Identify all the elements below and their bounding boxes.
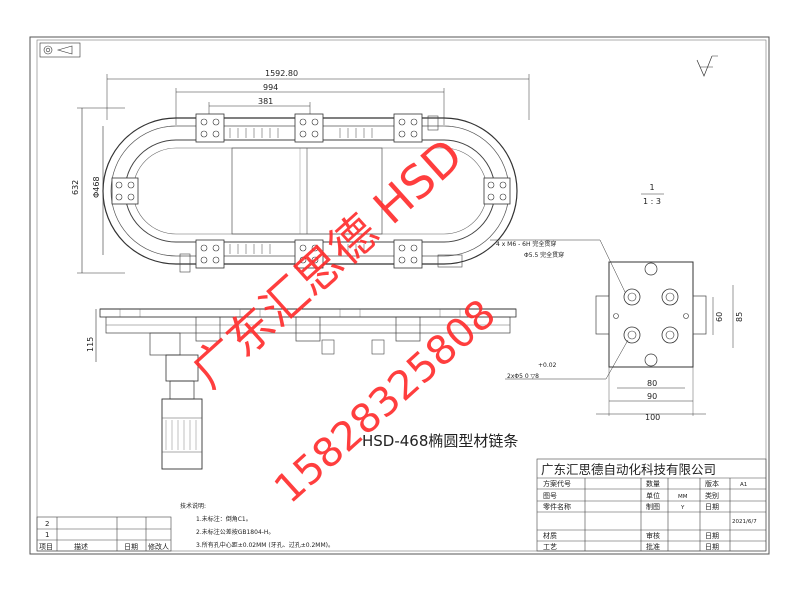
outer-frame xyxy=(29,36,770,555)
projection-symbol-icon xyxy=(39,42,81,58)
motor xyxy=(161,354,203,470)
notes-line-1: 1.未标注：倒角C1。 xyxy=(196,515,252,523)
revision-col-desc: 描述 xyxy=(74,542,88,551)
label-reviewed: 审核 xyxy=(646,531,660,540)
side-view: 115 xyxy=(86,308,517,470)
thread-callout-2: Φ5.5 完全贯穿 xyxy=(524,251,564,259)
thread-callout-1: 4 x M6 - 6H 完全贯穿 xyxy=(496,240,556,248)
revision-table xyxy=(36,516,172,552)
revision-col-date: 日期 xyxy=(124,543,138,551)
label-unit: 单位 xyxy=(646,491,660,500)
value-drawn: Y xyxy=(680,505,685,511)
label-approved: 批准 xyxy=(646,542,660,551)
watermark-phone: 15828325808 xyxy=(266,291,505,513)
dim-994: 994 xyxy=(263,83,278,92)
watermark: 广东汇思德 HSD 15828325808 xyxy=(181,128,505,512)
dim-115: 115 xyxy=(86,337,95,352)
dim-60: 60 xyxy=(715,312,724,322)
top-view: 1592.80 994 381 632 Φ468 xyxy=(71,69,530,274)
dim-632: 632 xyxy=(71,180,80,195)
dim-diameter-468: Φ468 xyxy=(92,176,101,198)
dim-90: 90 xyxy=(647,392,657,401)
inner-frame xyxy=(36,39,767,552)
label-drawing-no: 方案代号 xyxy=(543,479,571,488)
dim-80: 80 xyxy=(647,379,657,388)
value-unit: MM xyxy=(678,494,688,500)
hole-callout: 2xΦ5 0 ▽8 xyxy=(507,373,539,380)
label-date-3: 日期 xyxy=(705,543,719,551)
label-process: 工艺 xyxy=(543,543,557,551)
notes-heading: 技术说明: xyxy=(180,502,206,510)
label-figure-no: 图号 xyxy=(543,492,557,500)
label-material: 材质 xyxy=(543,531,557,540)
hole-tolerance: +0.02 xyxy=(538,362,557,369)
label-date: 日期 xyxy=(705,503,719,511)
company-name: 广东汇思德自动化科技有限公司 xyxy=(541,462,716,477)
dim-100: 100 xyxy=(645,413,660,422)
drawing-title: HSD-468椭圆型材链条 xyxy=(362,432,518,450)
label-category: 类别 xyxy=(705,491,719,500)
surface-finish-icon xyxy=(696,55,718,77)
revision-col-item: 项目 xyxy=(39,543,53,551)
label-drawn: 制图 xyxy=(646,502,660,511)
notes-line-2: 2.未标注公差按GB1804-H。 xyxy=(196,528,274,536)
scale-top: 1 xyxy=(649,183,654,192)
scale-annotation: 1 1 : 3 xyxy=(641,183,664,206)
dim-overall-length: 1592.80 xyxy=(265,69,298,78)
title-block xyxy=(536,458,767,552)
detail-view: 4 x M6 - 6H 完全贯穿 Φ5.5 完全贯穿 +0.02 2xΦ5 0 … xyxy=(490,239,744,422)
revision-col-editor: 修改人 xyxy=(148,542,169,551)
scale-bottom: 1 : 3 xyxy=(643,197,661,206)
dim-85: 85 xyxy=(735,312,744,322)
notes-line-3: 3.所有孔中心距±0.02MM (牙孔、过孔±0.2MM)。 xyxy=(196,541,334,549)
label-quantity: 数量 xyxy=(646,479,660,488)
label-part-name: 零件名称 xyxy=(543,502,571,511)
value-version: A1 xyxy=(740,482,747,488)
revision-row-2: 2 xyxy=(45,520,49,528)
revision-row-1: 1 xyxy=(45,531,49,539)
label-version: 版本 xyxy=(705,479,719,488)
technical-notes: 技术说明: 1.未标注：倒角C1。 2.未标注公差按GB1804-H。 3.所有… xyxy=(180,502,334,549)
value-date: 2021/6/7 xyxy=(732,519,757,525)
label-date-2: 日期 xyxy=(705,532,719,540)
dim-381: 381 xyxy=(258,97,273,106)
